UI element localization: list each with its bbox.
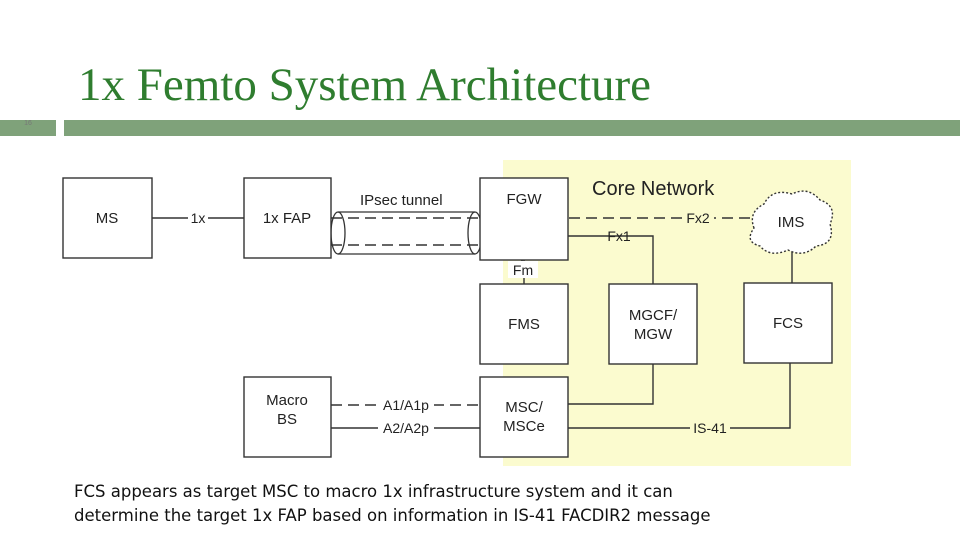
interface-a1-label: A1/A1p [383, 397, 429, 413]
ipsec-tunnel-label: IPsec tunnel [360, 192, 443, 209]
ims-label: IMS [778, 214, 805, 231]
fgw-box [479, 177, 569, 261]
interface-fx2-label: Fx2 [686, 210, 710, 226]
ms-label: MS [96, 210, 119, 227]
slide-title: 1x Femto System Architecture [78, 59, 652, 111]
is41-link [568, 363, 791, 429]
caption-line: determine the target 1x FAP based on inf… [74, 506, 711, 525]
ms-box [62, 177, 153, 259]
mgcf-box [608, 283, 698, 365]
fms-label: FMS [508, 316, 540, 333]
fms-box [479, 283, 569, 365]
msc-box [479, 376, 569, 458]
mgcf-label-line1: MGCF/ [629, 307, 678, 324]
fcs-box [743, 282, 833, 364]
header-rule-left [0, 120, 56, 136]
msc-label-line1: MSC/ [505, 399, 543, 416]
fap-box [243, 177, 332, 259]
ims-cloud [749, 190, 834, 254]
core-network-label: Core Network [592, 178, 715, 200]
fcs-label: FCS [773, 315, 803, 332]
macro-bs-label-line2: BS [277, 411, 297, 428]
interface-fm-label: Fm [513, 262, 533, 278]
interface-1x-label: 1x [191, 210, 206, 226]
fgw-label: FGW [507, 191, 543, 208]
slide-caption: FCS appears as target MSC to macro 1x in… [74, 480, 934, 528]
mgcf-msc-link [568, 364, 654, 405]
interface-fx1-label: Fx1 [607, 228, 631, 244]
slide-number: 16 [24, 120, 32, 127]
header-rule-right [64, 120, 960, 136]
mgcf-label-line2: MGW [634, 326, 673, 343]
interface-is41-label: IS-41 [693, 420, 727, 436]
fap-label: 1x FAP [263, 210, 311, 227]
caption-line: FCS appears as target MSC to macro 1x in… [74, 482, 673, 501]
macro-bs-label-line1: Macro [266, 392, 308, 409]
interface-a2-label: A2/A2p [383, 420, 429, 436]
macro-bs-box [243, 376, 332, 458]
msc-label-line2: MSCe [503, 418, 545, 435]
